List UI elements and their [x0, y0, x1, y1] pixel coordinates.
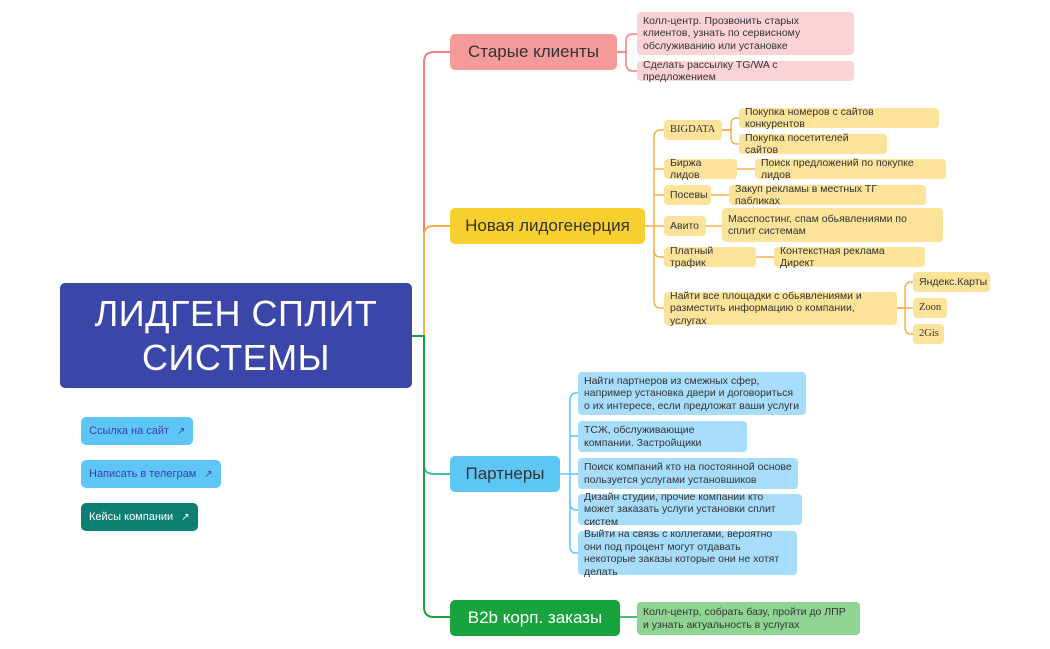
old-clients-item-1[interactable]: Колл-центр. Прозвонить старых клиентов, … [637, 12, 854, 55]
bigdata-child-2-text: Покупка посетителей сайтов [745, 131, 849, 157]
seeding-child-text: Закуп рекламы в местных ТГ пабликах [735, 182, 878, 208]
site-link-label: Ссылка на сайт [89, 425, 170, 437]
old-clients-item-1-text: Колл-центр. Прозвонить старых клиентов, … [643, 14, 801, 52]
listing-site-zoon-text: Zoon [919, 301, 942, 313]
b2b-item-text: Колл-центр, собрать базу, пройти до ЛПР … [643, 606, 846, 631]
branch-partners-label: Партнеры [465, 464, 545, 483]
bigdata-child-1[interactable]: Покупка номеров с сайтов конкурентов [739, 105, 939, 131]
branch-partners[interactable]: Партнеры [450, 456, 560, 492]
avito-label: Авито [670, 219, 699, 232]
cases-link-button[interactable]: Кейсы компании ↗ [81, 503, 198, 531]
paid-traffic-node[interactable]: Платный трафик [664, 244, 756, 270]
bigdata-node[interactable]: BIGDATA [664, 120, 722, 140]
partners-item-1[interactable]: Найти партнеров из смежных сфер, наприме… [578, 372, 806, 415]
avito-node[interactable]: Авито [664, 216, 706, 236]
external-link-icon: ↗ [177, 425, 186, 437]
old-clients-item-2-text: Сделать рассылку TG/WA с предложением [643, 58, 778, 84]
partners-item-5[interactable]: Выйти на связь с коллегами, вероятно они… [578, 528, 797, 578]
avito-child-text: Масспостинг, спам обьявлениями по сплит … [728, 212, 907, 238]
listing-sites-label: Найти все площадки с обьявлениями и разм… [670, 289, 862, 327]
partners-item-2[interactable]: ТСЖ, обслуживающие компании. Застройщики [578, 421, 747, 452]
lead-exchange-child-text: Поиск предложений по покупке лидов [761, 156, 914, 182]
branch-b2b[interactable]: B2b корп. заказы [450, 600, 620, 636]
paid-traffic-child-text: Контекстная реклама Директ [780, 244, 885, 270]
bigdata-child-2[interactable]: Покупка посетителей сайтов [739, 131, 887, 157]
listing-sites-node[interactable]: Найти все площадки с обьявлениями и разм… [664, 289, 897, 327]
branch-new-leadgen-label: Новая лидогенерция [465, 216, 630, 235]
listing-site-2gis[interactable]: 2Gis [913, 324, 944, 344]
paid-traffic-label: Платный трафик [670, 244, 714, 270]
listing-site-yandex-text: Яндекс.Карты [919, 275, 988, 288]
lead-exchange-node[interactable]: Биржа лидов [664, 156, 737, 182]
seeding-child[interactable]: Закуп рекламы в местных ТГ пабликах [729, 182, 926, 208]
branch-new-leadgen[interactable]: Новая лидогенерция [450, 208, 645, 244]
partners-item-2-text: ТСЖ, обслуживающие компании. Застройщики [584, 424, 702, 449]
seeding-label: Посевы [670, 188, 708, 201]
lead-exchange-label: Биржа лидов [670, 156, 702, 182]
old-clients-item-2[interactable]: Сделать рассылку TG/WA с предложением [637, 58, 854, 84]
avito-child[interactable]: Масспостинг, спам обьявлениями по сплит … [722, 208, 943, 242]
seeding-node[interactable]: Посевы [664, 185, 711, 205]
root-title: ЛИДГЕН СПЛИТ СИСТЕМЫ [94, 292, 378, 378]
lead-exchange-child[interactable]: Поиск предложений по покупке лидов [755, 156, 946, 182]
listing-site-yandex[interactable]: Яндекс.Карты [913, 272, 990, 292]
telegram-link-label: Написать в телеграм [89, 468, 197, 480]
branch-b2b-label: B2b корп. заказы [467, 608, 603, 627]
telegram-link-button[interactable]: Написать в телеграм ↗ [81, 460, 221, 488]
external-link-icon: ↗ [204, 468, 213, 480]
cases-link-label: Кейсы компании [89, 511, 174, 523]
listing-site-2gis-text: 2Gis [919, 327, 939, 339]
paid-traffic-child[interactable]: Контекстная реклама Директ [774, 244, 925, 270]
partners-item-4[interactable]: Дизайн студии, прочие компании кто может… [578, 491, 802, 528]
partners-item-5-text: Выйти на связь с коллегами, вероятно они… [584, 528, 780, 578]
b2b-item[interactable]: Колл-центр, собрать базу, пройти до ЛПР … [637, 602, 860, 635]
bigdata-child-1-text: Покупка номеров с сайтов конкурентов [745, 105, 874, 131]
partners-item-3-text: Поиск компаний кто на постоянной основе … [584, 461, 792, 486]
partners-item-3[interactable]: Поиск компаний кто на постоянной основе … [578, 458, 798, 489]
external-link-icon: ↗ [181, 511, 190, 523]
branch-old-clients[interactable]: Старые клиенты [450, 34, 617, 70]
partners-item-1-text: Найти партнеров из смежных сфер, наприме… [584, 374, 800, 412]
site-link-button[interactable]: Ссылка на сайт ↗ [81, 417, 194, 445]
branch-old-clients-label: Старые клиенты [467, 42, 600, 61]
root-node[interactable]: ЛИДГЕН СПЛИТ СИСТЕМЫ [60, 283, 412, 388]
listing-site-zoon[interactable]: Zoon [913, 298, 947, 318]
bigdata-label: BIGDATA [670, 123, 716, 135]
partners-item-4-text: Дизайн студии, прочие компании кто может… [584, 490, 776, 528]
